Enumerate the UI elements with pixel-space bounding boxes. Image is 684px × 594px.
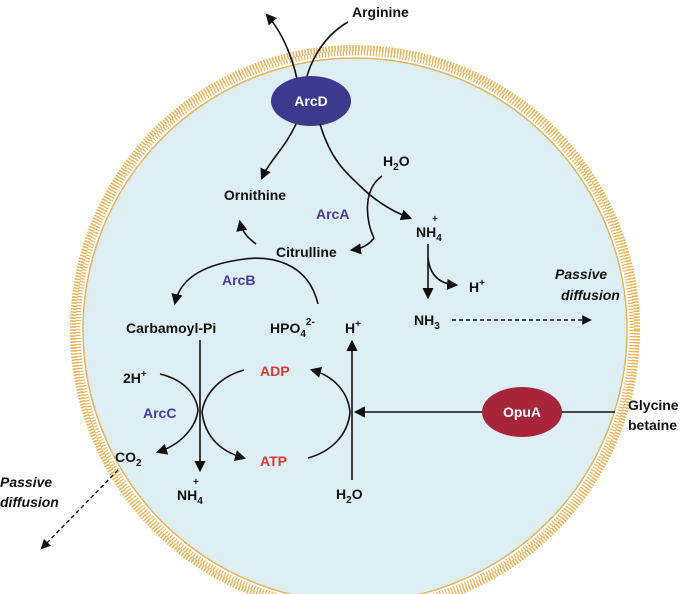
label-nh4-top: NH4 [416,224,442,244]
label-passive-right-2: diffusion [561,287,620,303]
arrow-2h-plus-in [159,373,199,411]
cell-cytoplasm [83,58,627,594]
arrow-arca-to-nh4 [357,183,413,221]
arrow-adp-to-atp [201,369,247,462]
opua-label: OpuA [503,404,541,420]
label-arca: ArcA [316,206,349,222]
arrow-arcb [171,257,319,306]
label-co2: CO2 [115,449,142,469]
cell-membrane-inner [82,57,628,594]
label-nh4-top-charge: + [432,214,438,225]
label-2h-plus: 2H+ [123,369,147,386]
arrow-atp-hydrolysis [307,366,351,459]
label-h-plus-right: H+ [469,278,485,295]
arcd-label: ArcD [294,93,327,109]
label-passive-left-2: diffusion [0,494,59,510]
cell-membrane-mid [75,50,635,594]
opua-transporter [482,387,562,437]
cell-membrane-outer [70,45,640,594]
arrow-to-ornithine [260,123,297,181]
label-passive-right-1: Passive [555,266,607,282]
label-arcb: ArcB [222,272,255,288]
label-passive-left-1: Passive [0,474,52,490]
label-atp: ATP [260,453,287,469]
arrow-to-co2 [155,409,199,455]
arrow-h2o-in [366,175,383,239]
arcd-transporter [271,76,351,126]
label-hpo4: HPO42- [270,317,315,340]
label-ornithine: Ornithine [224,187,286,203]
label-carbamoyl-pi: Carbamoyl-Pi [126,320,216,336]
label-h-plus-mid: H+ [345,319,361,336]
arrow-citrulline-to-ornithine [236,219,257,245]
label-h2o-bottom: H2O [336,486,363,506]
arrow-arginine-to-arca [319,123,359,185]
label-nh4-bottom: NH4 [177,487,203,507]
label-adp: ADP [260,363,290,379]
label-arcc: ArcC [143,405,176,421]
label-nh4-bottom-charge: + [193,477,199,488]
label-h2o-top: H2O [383,153,410,173]
label-betaine: betaine [628,417,677,433]
label-nh3: NH3 [414,312,440,332]
arrow-h-plus-release [427,257,459,291]
label-glycine: Glycine [628,397,679,413]
label-citrulline: Citrulline [276,244,337,260]
arrow-arca-to-citrulline [349,237,375,255]
label-arginine: Arginine [352,4,409,20]
